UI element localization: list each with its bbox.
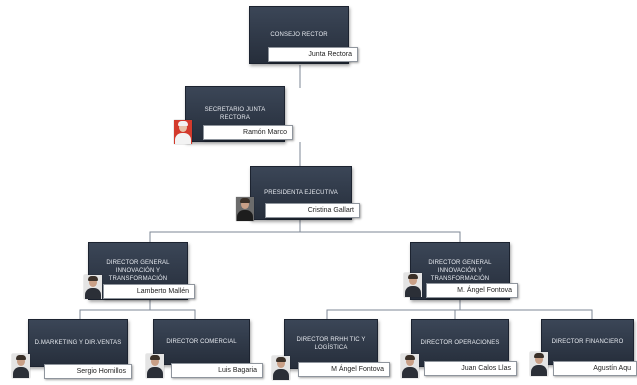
person-photo	[401, 354, 419, 378]
name-label: Ramón Marco	[203, 125, 293, 140]
name-label: Luis Bagaria	[171, 363, 263, 378]
person-photo	[404, 273, 422, 297]
person-photo	[12, 354, 30, 378]
person-photo	[530, 352, 548, 376]
person-photo	[272, 356, 290, 380]
connector-presidenta-branches	[149, 220, 461, 242]
person-photo	[84, 275, 102, 299]
connector-right-branch	[326, 300, 593, 319]
role-box: DIRECTOR OPERACIONES	[411, 319, 509, 367]
person-photo	[146, 354, 164, 378]
connector-left-branch	[79, 300, 196, 319]
person-photo	[236, 197, 254, 221]
name-label: Cristina Gallart	[265, 203, 360, 218]
name-label: Agustín Aqu	[553, 361, 637, 376]
name-label: Junta Rectora	[268, 47, 358, 62]
person-photo	[174, 120, 192, 144]
name-label: Sergio Hornillos	[44, 364, 132, 379]
role-box: DIRECTOR COMERCIAL	[153, 319, 250, 365]
name-label: M Ángel Fontova	[298, 362, 390, 377]
name-label: Juan Calos Llas	[424, 361, 517, 376]
role-box: DIRECTOR FINANCIERO	[541, 319, 634, 365]
name-label: M. Ángel Fontova	[426, 283, 518, 298]
role-box: DIRECTOR RRHH TIC Y LOGÍSTICA	[284, 319, 378, 369]
role-box: D.MARKETING Y DIR.VENTAS	[28, 319, 128, 367]
name-label: Lamberto Mallén	[103, 284, 195, 299]
